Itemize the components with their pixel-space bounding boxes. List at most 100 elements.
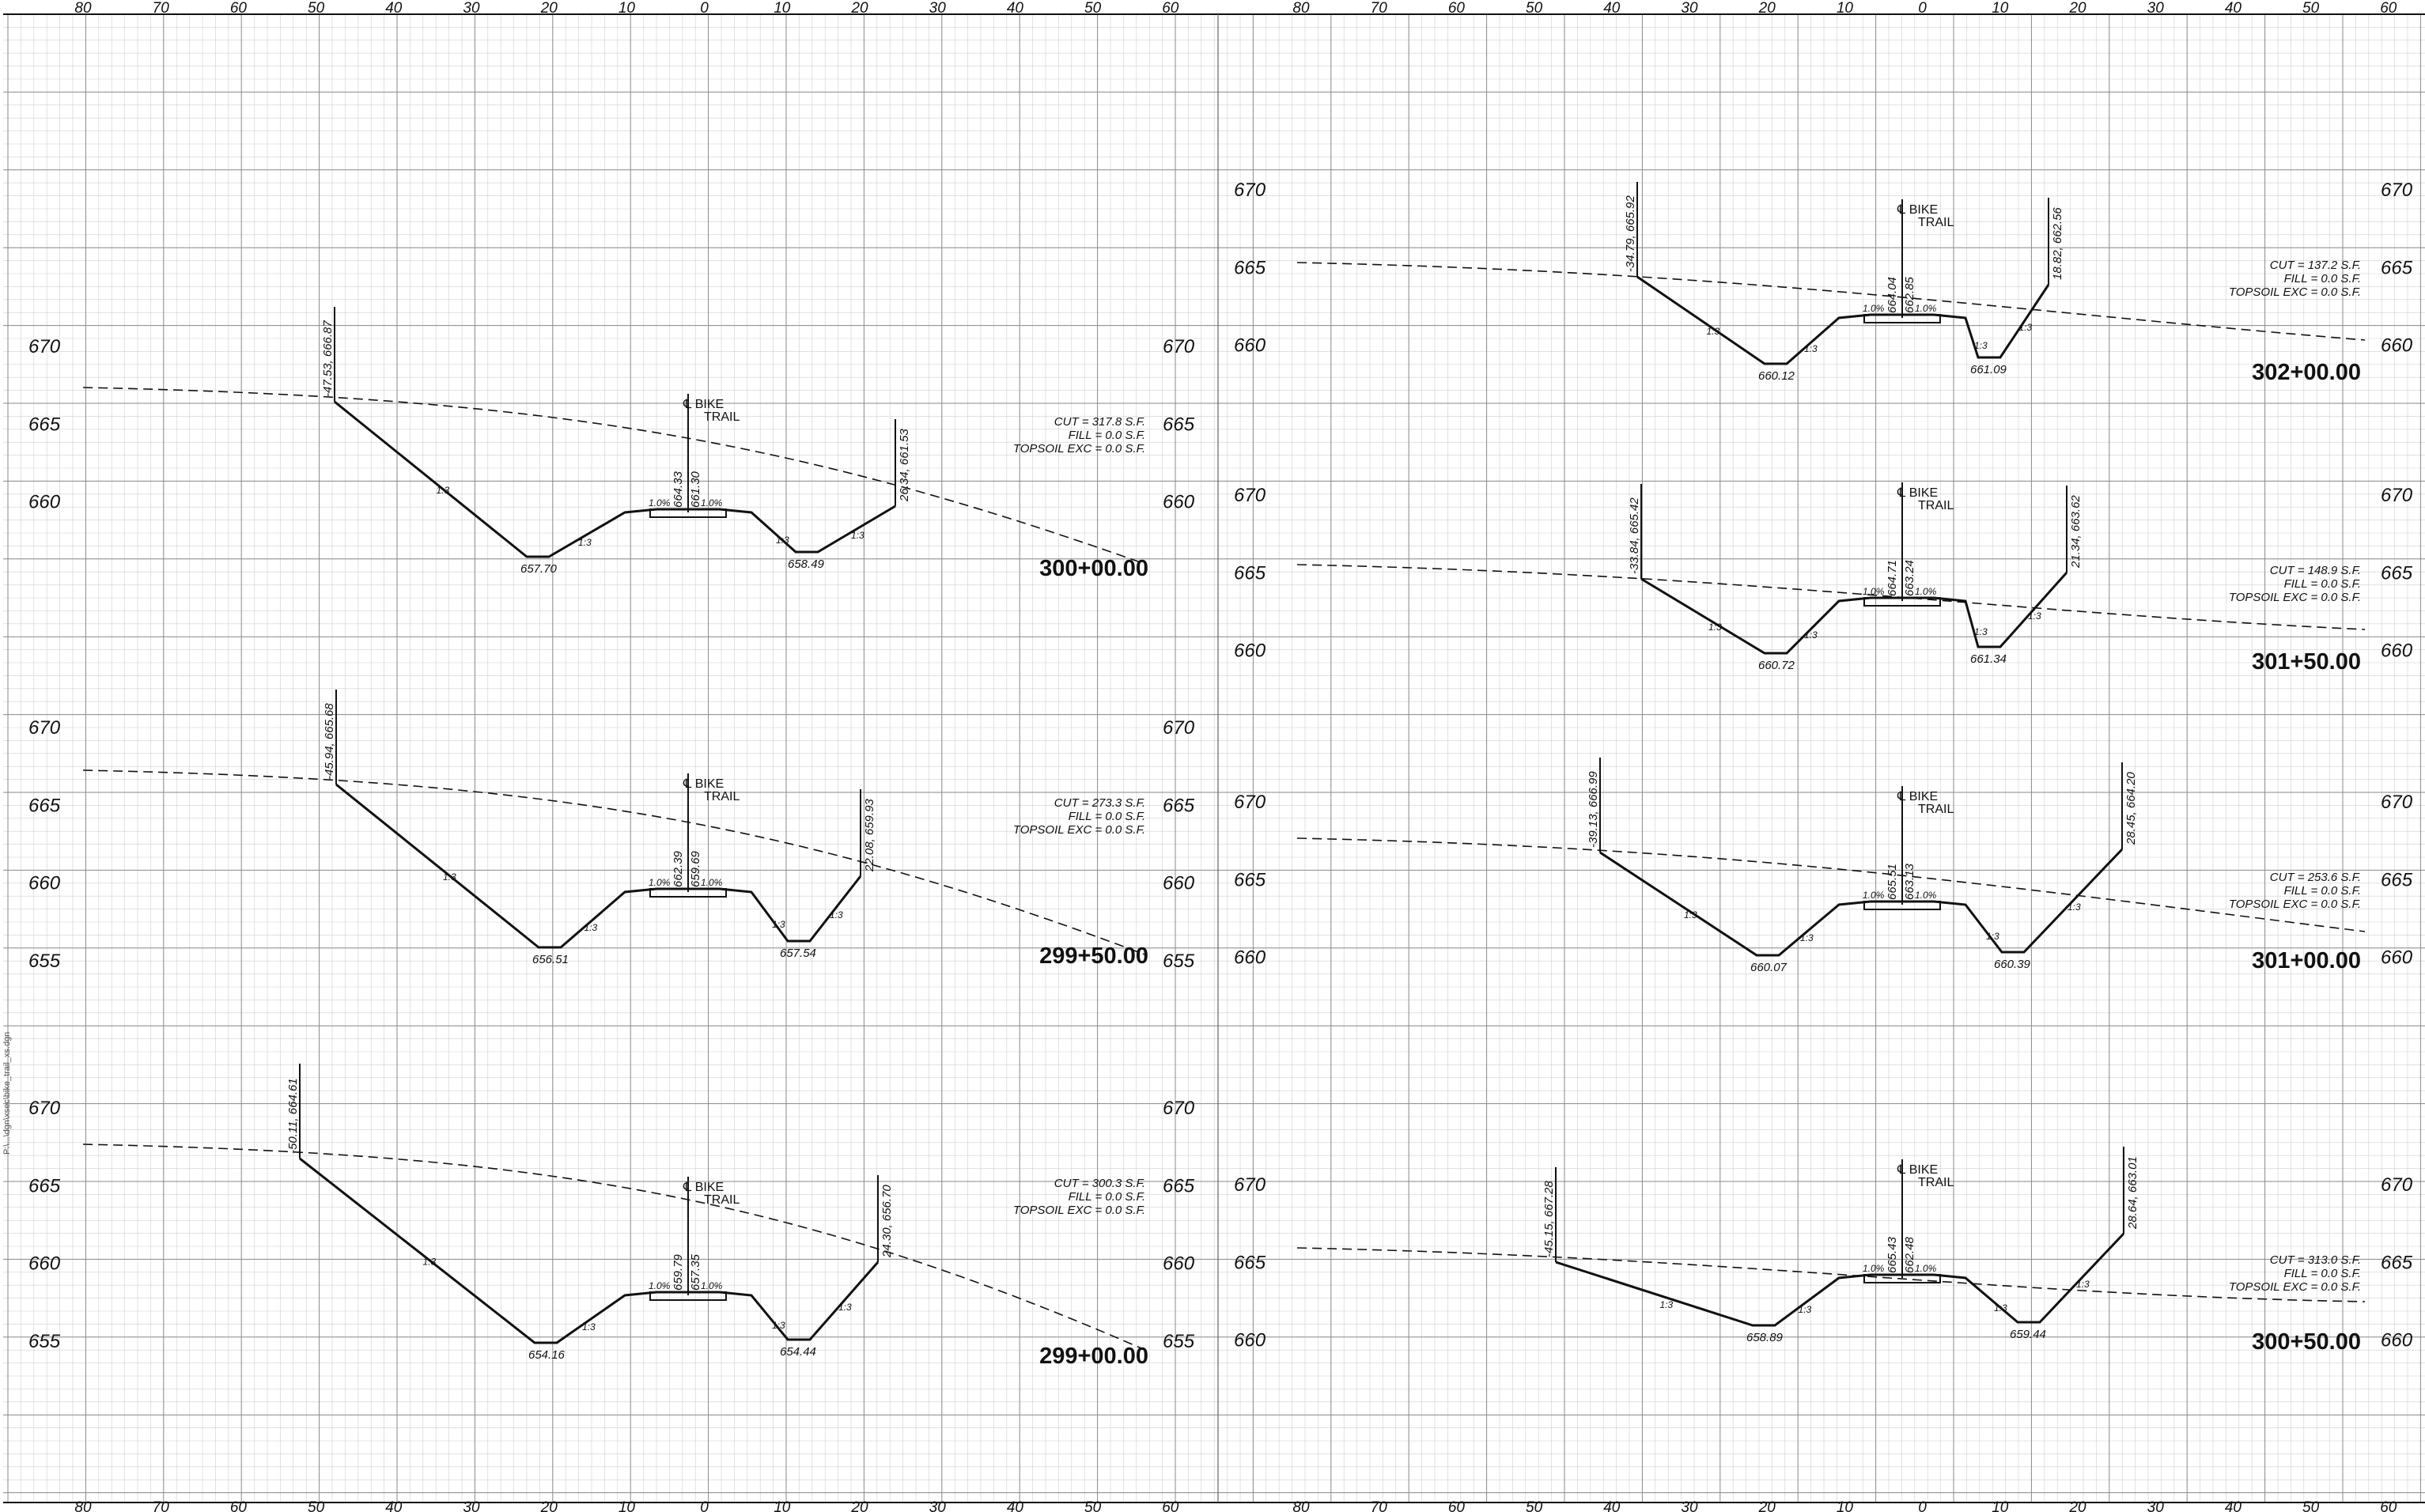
elevation-label: 660 <box>1234 641 1266 662</box>
offset-tick-label: 10 <box>774 1499 791 1512</box>
side-slope-label: 1:3 <box>1974 626 1988 637</box>
right-ditch-elevation: 661.09 <box>1970 363 2007 376</box>
centerline-elevation: 663.13 <box>1903 863 1916 900</box>
side-slope-label: 1:3 <box>1804 629 1818 641</box>
offset-tick-label: 20 <box>2068 0 2086 17</box>
centerline-elevation: 665.51 <box>1886 864 1899 900</box>
elevation-label: 655 <box>1163 1331 1195 1352</box>
centerline-label: TRAIL <box>1918 216 1954 229</box>
cross-slope-label: 1.0% <box>1915 890 1937 901</box>
offset-tick-label: 80 <box>74 1499 92 1512</box>
offset-tick-label: 50 <box>1084 1499 1102 1512</box>
side-slope-label: 1:3 <box>2067 902 2081 913</box>
elevation-label: 660 <box>28 492 61 513</box>
centerline-label: ℄ BIKE <box>1897 1163 1938 1177</box>
offset-tick-label: 20 <box>1758 1499 1776 1512</box>
cross-slope-label: 1.0% <box>701 877 723 888</box>
right-ditch-elevation: 654.44 <box>780 1345 816 1359</box>
right-catch-label: 28.45, 664.20 <box>2124 772 2138 845</box>
offset-tick-label: 80 <box>1292 1499 1310 1512</box>
station-label: 299+50.00 <box>1039 943 1148 969</box>
elevation-label: 665 <box>1234 1252 1266 1273</box>
station-label: 300+00.00 <box>1039 556 1148 581</box>
cross-slope-label: 1.0% <box>701 497 723 508</box>
side-slope-label: 1:3 <box>1707 326 1720 337</box>
right-catch-label: 21.34, 663.62 <box>2069 495 2083 569</box>
centerline-elevation: 659.79 <box>672 1253 685 1291</box>
centerline-label: ℄ BIKE <box>683 1181 724 1194</box>
offset-tick-label: 0 <box>1918 1499 1927 1512</box>
elevation-label: 670 <box>2381 485 2413 506</box>
side-slope-label: 1:3 <box>437 485 450 496</box>
existing-ground-line <box>1296 564 2366 630</box>
offset-tick-label: 40 <box>385 1499 403 1512</box>
offset-tick-label: 10 <box>774 0 791 17</box>
offset-tick-label: 30 <box>2147 0 2165 17</box>
existing-ground-line <box>1296 262 2366 341</box>
earthwork-quantity: TOPSOIL EXC = 0.0 S.F. <box>2229 898 2361 911</box>
centerline-elevation: 664.33 <box>672 471 685 508</box>
earthwork-quantity: TOPSOIL EXC = 0.0 S.F. <box>1013 823 1145 837</box>
left-ditch-elevation: 660.12 <box>1758 369 1795 383</box>
earthwork-quantity: CUT = 273.3 S.F. <box>1054 796 1145 810</box>
elevation-label: 665 <box>2381 562 2413 584</box>
centerline-label: ℄ BIKE <box>683 398 724 411</box>
left-ditch-elevation: 660.72 <box>1758 659 1795 672</box>
cross-slope-label: 1.0% <box>701 1280 723 1291</box>
offset-tick-label: 10 <box>1992 1499 2009 1512</box>
offset-tick-label: 30 <box>463 0 480 17</box>
centerline-elevation: 661.30 <box>689 471 702 508</box>
offset-tick-label: 40 <box>1603 0 1621 17</box>
elevation-label: 670 <box>28 1098 61 1119</box>
left-catch-label: -47.53, 666.87 <box>321 320 335 397</box>
cross-slope-label: 1.0% <box>649 1280 671 1291</box>
centerline-label: TRAIL <box>1918 1176 1954 1189</box>
side-slope-label: 1:3 <box>1799 1304 1812 1315</box>
elevation-label: 655 <box>1163 951 1195 972</box>
cross-slope-label: 1.0% <box>1915 303 1937 314</box>
elevation-label: 670 <box>1234 180 1266 201</box>
centerline-label: TRAIL <box>704 790 740 803</box>
offset-tick-label: 50 <box>2302 1499 2320 1512</box>
earthwork-quantity: CUT = 137.2 S.F. <box>2270 259 2361 272</box>
offset-tick-label: 20 <box>850 1499 868 1512</box>
offset-tick-label: 10 <box>619 0 636 17</box>
left-catch-label: -45.15, 667.28 <box>1542 1181 1556 1257</box>
centerline-label: TRAIL <box>1918 499 1954 512</box>
offset-tick-label: 30 <box>1681 0 1698 17</box>
cross-slope-label: 1.0% <box>1915 586 1937 597</box>
centerline-label: TRAIL <box>704 410 740 424</box>
offset-tick-label: 70 <box>153 0 170 17</box>
earthwork-quantity: CUT = 317.8 S.F. <box>1054 415 1145 429</box>
existing-ground-line <box>82 1143 1148 1351</box>
elevation-label: 660 <box>1234 1330 1266 1351</box>
centerline-label: ℄ BIKE <box>1897 790 1938 803</box>
elevation-label: 665 <box>1163 1175 1195 1196</box>
offset-tick-label: 20 <box>850 0 868 17</box>
offset-tick-label: 0 <box>700 1499 709 1512</box>
elevation-label: 655 <box>28 951 61 972</box>
elevation-label: 665 <box>1163 795 1195 816</box>
elevation-label: 660 <box>2381 1330 2413 1351</box>
offset-tick-label: 40 <box>1603 1499 1621 1512</box>
centerline-label: TRAIL <box>1918 803 1954 816</box>
centerline-elevation: 662.39 <box>672 850 685 887</box>
offset-tick-label: 0 <box>1918 0 1927 17</box>
centerline-elevation: 657.35 <box>689 1253 702 1291</box>
elevation-label: 660 <box>1234 335 1266 357</box>
offset-tick-label: 40 <box>2225 0 2242 17</box>
offset-tick-label: 60 <box>2380 1499 2397 1512</box>
side-slope-label: 1:3 <box>443 871 456 883</box>
elevation-label: 670 <box>1234 485 1266 506</box>
centerline-elevation: 662.48 <box>1903 1236 1916 1273</box>
earthwork-quantity: FILL = 0.0 S.F. <box>2284 1267 2361 1280</box>
elevation-label: 670 <box>2381 1174 2413 1196</box>
cross-slope-label: 1.0% <box>1863 586 1885 597</box>
elevation-label: 665 <box>1234 257 1266 278</box>
offset-tick-label: 50 <box>1526 0 1543 17</box>
